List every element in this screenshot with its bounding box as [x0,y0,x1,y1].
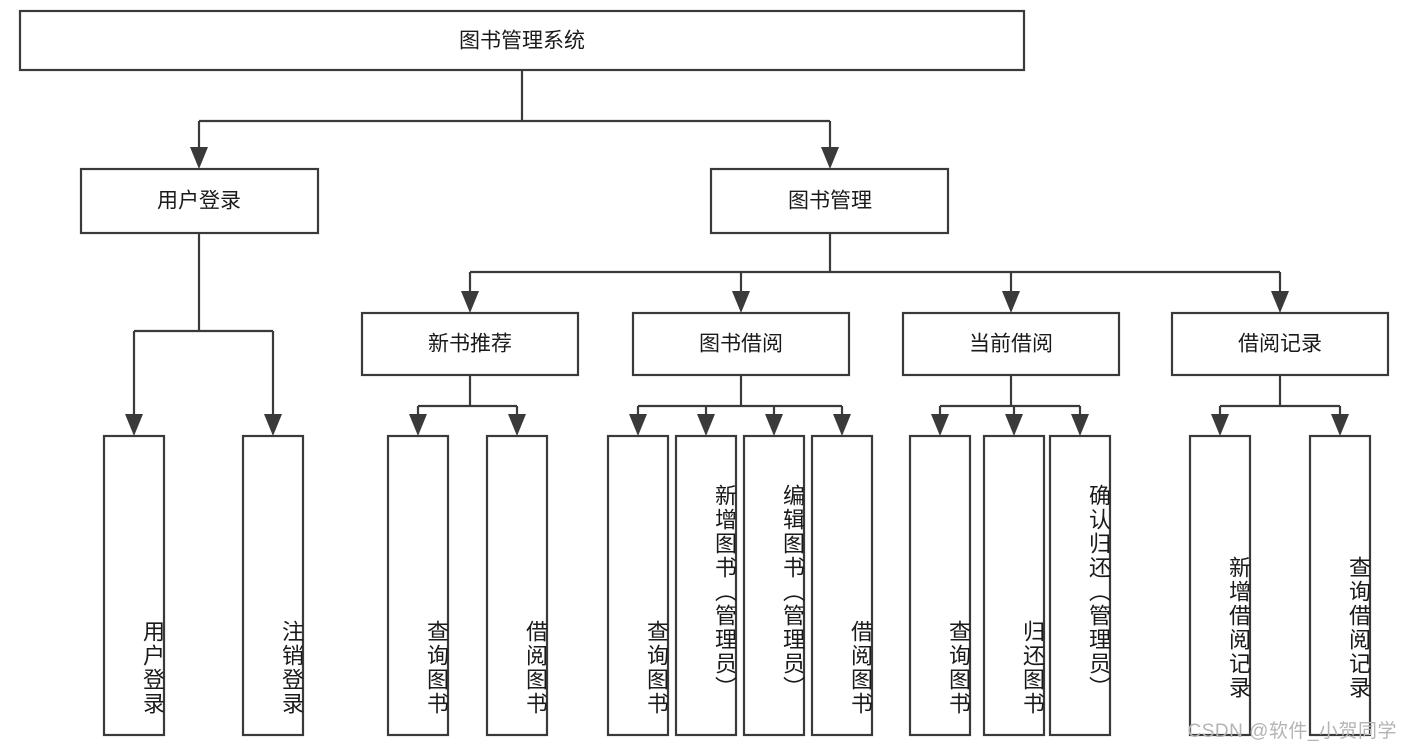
arrow-head-to-borrow-record [1271,291,1289,313]
connector-layer [125,70,1349,436]
node-root-box[interactable] [18,9,1026,72]
leaf-box-user-login[interactable] [102,434,166,737]
node-new-book-recommend-label: 新书推荐 [428,333,512,356]
leaf-box-edit-book[interactable] [742,434,806,737]
leaf-box-query-book-1[interactable] [386,434,450,737]
edge-newbook-bus [416,375,519,422]
arrow-head-leaf-add-record [1211,414,1229,436]
arrow-head-to-book-borrow [732,291,750,313]
arrow-head-leaf-borrow-book-2 [833,414,851,436]
arrow-head-leaf-return-book [1005,414,1023,436]
node-root[interactable]: 图书管理系统 [18,9,1026,72]
node-book-borrow-box[interactable] [631,311,851,377]
node-current-borrow-box[interactable] [901,311,1121,377]
arrow-head-leaf-query-book-3 [931,414,949,436]
node-new-book-recommend-box[interactable] [360,311,580,377]
node-user-login[interactable]: 用户登录 [79,167,320,235]
arrow-head-to-new-book-rec [461,291,479,313]
arrow-head-to-book-manage [821,147,839,169]
arrow-head-leaf-confirm-return [1071,414,1089,436]
arrow-head-to-current-borrow [1002,291,1020,313]
arrow-head-to-user-login [190,147,208,169]
node-borrow-record-box[interactable] [1170,311,1390,377]
arrow-head-leaf-logout [264,414,282,436]
edge-borrowrecord-bus [1218,375,1342,422]
leaf-box-borrow-book-1[interactable] [485,434,549,737]
node-borrow-record-label: 借阅记录 [1238,333,1322,356]
node-book-management-label: 图书管理 [788,190,872,213]
arrow-head-leaf-add-book [697,414,715,436]
arrow-head-leaf-edit-book [765,414,783,436]
leaf-box-add-book[interactable] [674,434,738,737]
node-book-borrow-label: 图书借阅 [699,333,783,356]
arrow-head-leaf-query-book-2 [629,414,647,436]
leaf-box-confirm-return[interactable] [1048,434,1112,737]
node-new-book-recommend[interactable]: 新书推荐 [360,311,580,377]
edge-userlogin-bus [132,233,275,422]
arrow-head-leaf-borrow-book-1 [508,414,526,436]
leaf-box-layer [102,434,1372,737]
leaf-box-query-book-2[interactable] [606,434,670,737]
node-book-borrow[interactable]: 图书借阅 [631,311,851,377]
leaf-box-query-book-3[interactable] [908,434,972,737]
leaf-box-query-record[interactable] [1308,434,1372,737]
leaf-box-borrow-book-2[interactable] [810,434,874,737]
node-user-login-box[interactable] [79,167,320,235]
leaf-box-return-book[interactable] [982,434,1046,737]
node-user-login-label: 用户登录 [157,190,241,213]
arrow-head-leaf-query-book-1 [409,414,427,436]
node-current-borrow-label: 当前借阅 [969,333,1053,356]
edge-bookborrow-bus [636,375,844,422]
edge-root-bus [197,70,832,155]
node-root-label: 图书管理系统 [459,30,585,53]
leaf-box-add-record[interactable] [1188,434,1252,737]
node-book-management[interactable]: 图书管理 [709,167,950,235]
node-borrow-record[interactable]: 借阅记录 [1170,311,1390,377]
arrow-head-leaf-query-record [1331,414,1349,436]
leaf-box-logout[interactable] [241,434,305,737]
edge-bookmanage-bus [468,233,1282,299]
arrow-head-leaf-user-login [125,414,143,436]
node-current-borrow[interactable]: 当前借阅 [901,311,1121,377]
node-book-management-box[interactable] [709,167,950,235]
